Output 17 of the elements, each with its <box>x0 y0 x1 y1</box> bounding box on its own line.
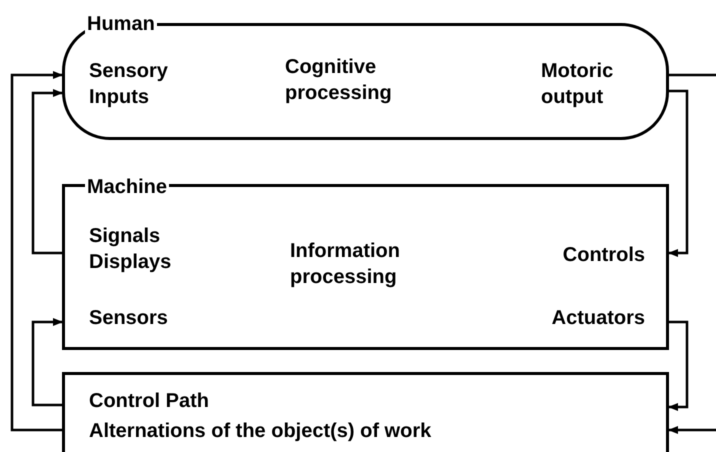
arrow <box>668 426 716 434</box>
arrow <box>10 71 63 432</box>
arrow <box>32 318 63 406</box>
arrow <box>668 90 688 257</box>
box-text: Control Path <box>89 389 210 414</box>
box-text: Controls <box>562 243 645 268</box>
box-text: Signals Displays <box>89 224 172 275</box>
process-box <box>62 372 669 452</box>
box-text: Information processing <box>290 239 401 290</box>
arrow <box>668 320 688 411</box>
box-text: Motoric output <box>541 59 614 110</box>
box-text: Cognitive processing <box>285 55 393 106</box>
box-text: Sensory Inputs <box>89 59 169 110</box>
box-text: Alternations of the object(s) of work <box>89 419 432 444</box>
arrow <box>32 89 63 254</box>
box-text: Sensors <box>89 306 169 331</box>
box-text: Actuators <box>550 306 645 331</box>
